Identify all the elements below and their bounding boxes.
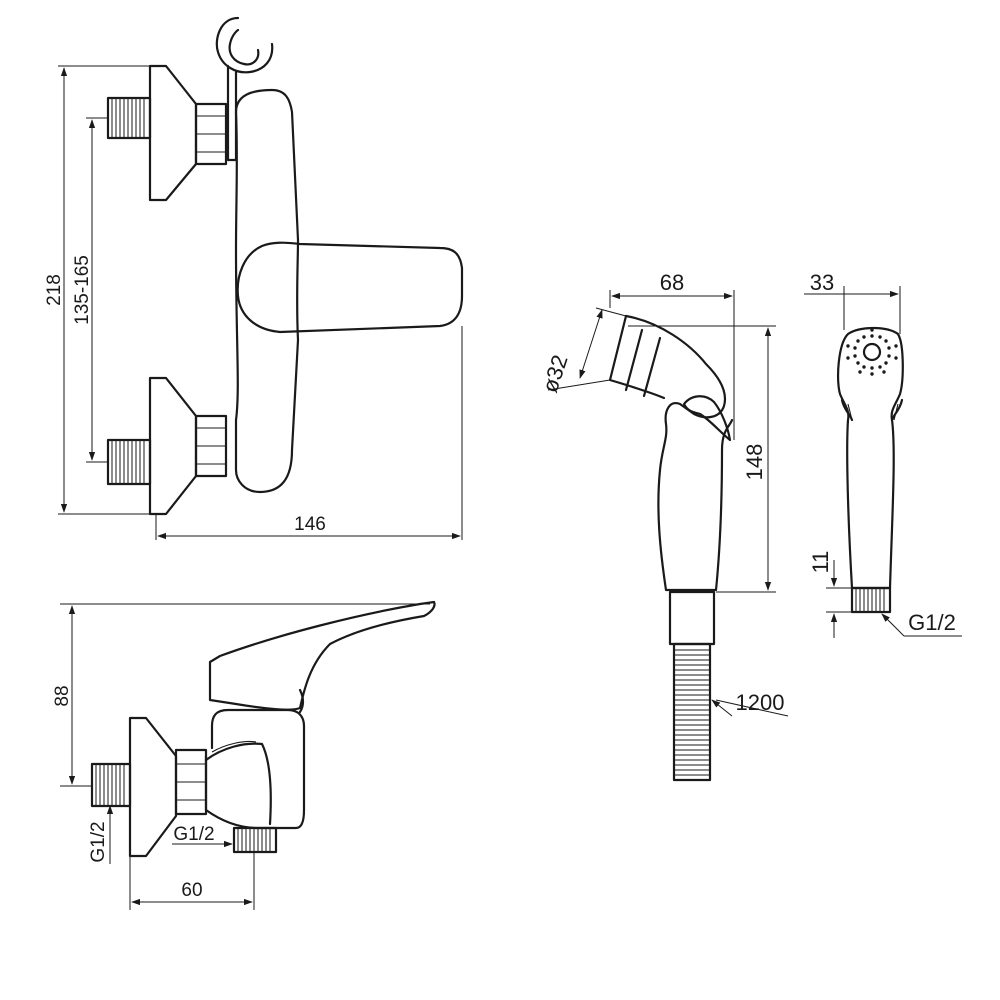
hose-collar xyxy=(668,590,716,646)
upper-thread xyxy=(106,96,152,140)
side-outlet-thread-label: G1/2 xyxy=(173,824,214,845)
side-inlet-thread-label: G1/2 xyxy=(88,821,109,862)
spray-dimensions xyxy=(547,290,789,717)
side-outlet-thread xyxy=(232,826,278,854)
spray-diameter-label: ø32 xyxy=(537,352,572,396)
spray-height-label: 148 xyxy=(742,444,767,481)
side-inlet-thread xyxy=(90,762,132,808)
spray-nozzle xyxy=(846,328,898,376)
hose xyxy=(672,642,712,782)
spray-width-label: 68 xyxy=(660,270,684,295)
spray-thread-label: G1/2 xyxy=(908,610,956,635)
spray-side-dimensions xyxy=(804,286,962,638)
front-spacing-label: 135-165 xyxy=(72,255,93,325)
spray-side-view: 33 11 G1/2 xyxy=(804,270,962,638)
mixer-body xyxy=(234,88,300,494)
spray-side-width-label: 33 xyxy=(810,270,834,295)
spray-trigger xyxy=(682,395,732,442)
spray-head xyxy=(624,314,734,592)
side-dimensions xyxy=(60,603,430,910)
side-body xyxy=(204,708,306,830)
spray-thread-length-label: 11 xyxy=(808,551,833,574)
spray-side-thread xyxy=(850,586,892,614)
side-lever xyxy=(208,600,436,711)
upper-escutcheon xyxy=(148,64,198,202)
front-dimensions xyxy=(58,65,463,540)
hand-spray-view: 68 148 ø32 1200 xyxy=(537,270,789,782)
mixer-lever xyxy=(236,241,464,334)
side-escutcheon xyxy=(128,716,178,858)
hose-length-label: 1200 xyxy=(736,690,785,715)
front-height-label: 218 xyxy=(44,274,65,306)
side-height-label: 88 xyxy=(52,685,73,706)
spray-side-body xyxy=(836,326,904,590)
lower-escutcheon xyxy=(148,376,198,516)
side-view: 88 60 G1/2 G1/2 xyxy=(52,600,436,910)
lower-thread xyxy=(106,438,152,486)
side-depth-label: 60 xyxy=(181,880,202,901)
front-view: 218 135-165 146 xyxy=(44,16,464,540)
front-width-label: 146 xyxy=(294,514,326,535)
